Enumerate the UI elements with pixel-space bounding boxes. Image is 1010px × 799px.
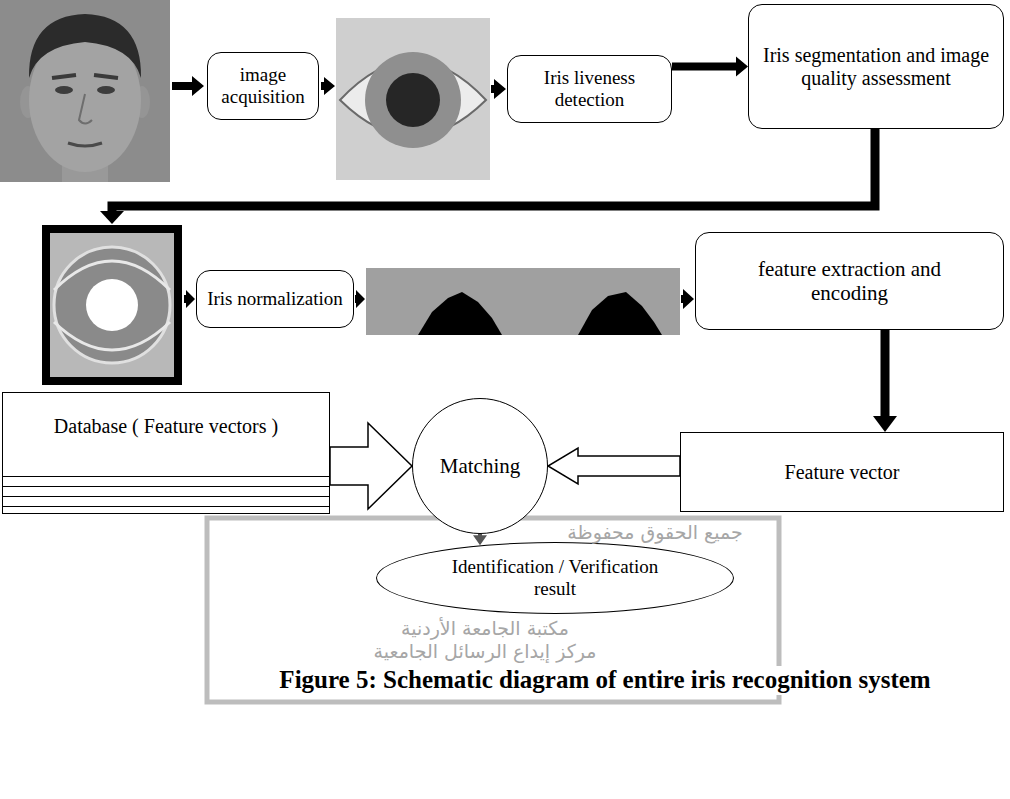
process-box: Iris normalization <box>196 270 354 328</box>
hollow-arrow <box>548 448 680 484</box>
node-text: feature extraction and encoding <box>725 257 975 305</box>
watermark-text: مكتبة الجامعة الأردنية <box>285 618 685 640</box>
record-line <box>3 486 329 487</box>
eye <box>55 86 73 94</box>
process-box: Iris segmentation and image quality asse… <box>748 4 1004 129</box>
node-text: Iris liveness detection <box>516 67 663 111</box>
brow <box>94 75 118 78</box>
node-text: Identification / Verification result <box>430 556 680 600</box>
node-text: Feature vector <box>785 461 900 484</box>
figure-caption: Figure 5: Schematic diagram of entire ir… <box>276 666 933 695</box>
pupil-mask <box>86 279 138 331</box>
normalized-iris-strip <box>366 268 680 335</box>
arrow-head <box>100 211 124 224</box>
database-box: Database ( Feature vectors ) <box>2 392 330 514</box>
flow-arrow <box>672 57 748 77</box>
flow-arrow <box>112 128 875 212</box>
data-box: Feature vector <box>680 432 1004 512</box>
watermark-text: جميع الحقوق محفوظة <box>540 522 770 544</box>
node-text: Iris normalization <box>207 288 343 310</box>
flow-arrow <box>681 289 694 309</box>
matching-circle: Matching <box>412 398 548 534</box>
flow-arrow <box>184 290 195 308</box>
strip <box>366 268 680 335</box>
eye-photo <box>336 18 490 180</box>
process-box: image acquisition <box>207 52 319 120</box>
flow-arrow <box>873 330 897 432</box>
occlusion <box>418 292 502 335</box>
record-line <box>3 506 329 507</box>
node-text: Database ( Feature vectors ) <box>54 415 278 438</box>
mouth <box>68 143 102 146</box>
flow-arrow <box>355 290 365 308</box>
node-text: Matching <box>440 454 520 478</box>
photo-background <box>336 18 490 180</box>
hollow-arrow <box>330 423 412 509</box>
segmented-iris-image <box>42 225 182 385</box>
eye <box>97 86 115 94</box>
flow-arrow <box>491 79 506 99</box>
watermark-text: مركز إيداع الرسائل الجامعية <box>285 641 685 663</box>
record-line <box>3 496 329 497</box>
process-box: Iris liveness detection <box>507 55 672 123</box>
process-box: feature extraction and encoding <box>695 232 1004 330</box>
face-photo <box>0 0 170 182</box>
occlusion <box>578 292 662 335</box>
pupil <box>386 73 440 127</box>
node-text: image acquisition <box>216 64 310 108</box>
flow-arrow <box>321 77 335 95</box>
flow-arrow <box>172 76 204 96</box>
brow <box>52 75 76 78</box>
nose <box>79 94 92 124</box>
node-text: Iris segmentation and image quality asse… <box>757 44 995 90</box>
flow-arrow <box>473 534 487 545</box>
photo-background <box>0 0 170 182</box>
result-ellipse: Identification / Verification result <box>376 542 734 614</box>
eye-region <box>50 233 174 377</box>
photo-background <box>42 225 182 385</box>
iris <box>54 247 170 363</box>
record-line <box>3 476 329 477</box>
iris <box>365 52 461 148</box>
hair <box>29 14 141 78</box>
